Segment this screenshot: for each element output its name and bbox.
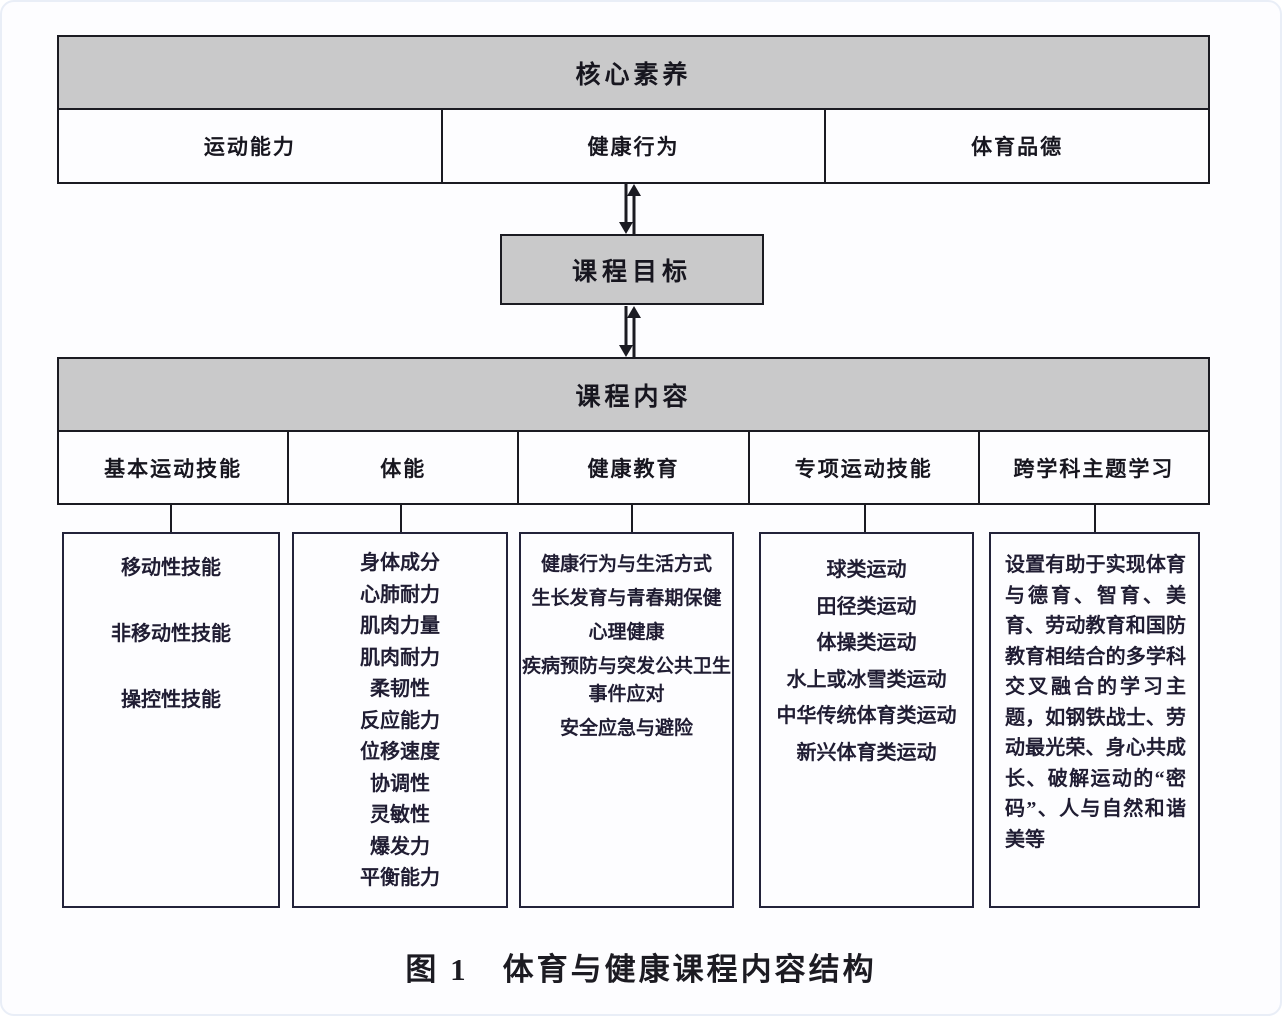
detail-item: 体操类运动 xyxy=(816,632,917,654)
cell-physical-fitness: 体能 xyxy=(289,432,520,503)
core-competencies-row: 运动能力 健康行为 体育品德 xyxy=(59,110,1208,182)
interdisciplinary-text: 设置有助于实现体育与德育、智育、美育、劳动教育和国防教育相结合的多学科交叉融合的… xyxy=(1005,554,1186,851)
connector-line xyxy=(864,503,866,532)
detail-item: 柔韧性 xyxy=(370,678,430,700)
detail-item: 心理健康 xyxy=(588,622,665,643)
cell-basic-motor-skills: 基本运动技能 xyxy=(59,432,290,503)
connector-line xyxy=(631,503,633,532)
detail-item: 非移动性技能 xyxy=(111,623,231,645)
course-content-title: 课程内容 xyxy=(59,359,1208,432)
detail-item: 生长发育与青春期保健 xyxy=(531,588,722,609)
physical-fitness-detail-box: 身体成分 心肺耐力 肌肉力量 肌肉耐力 柔韧性 反应能力 位移速度 协调性 灵敏… xyxy=(292,532,508,908)
detail-item: 新兴体育类运动 xyxy=(796,741,937,764)
cell-athletic-ability: 运动能力 xyxy=(59,110,443,182)
detail-item: 肌肉耐力 xyxy=(360,646,440,669)
health-education-detail-box: 健康行为与生活方式 生长发育与青春期保健 心理健康 疾病预防与突发公共卫生事件应… xyxy=(519,532,734,908)
figure-caption: 图 1 体育与健康课程内容结构 xyxy=(405,952,877,987)
detail-item: 田径类运动 xyxy=(816,595,917,618)
cell-health-behavior: 健康行为 xyxy=(443,110,827,182)
connector-line xyxy=(1094,503,1096,532)
detail-item: 反应能力 xyxy=(360,709,440,732)
detail-item: 爆发力 xyxy=(370,835,430,858)
course-content-box: 课程内容 基本运动技能 体能 健康教育 专项运动技能 跨学科主题学习 xyxy=(57,357,1210,505)
detail-item: 疾病预防与突发公共卫生事件应对 xyxy=(521,656,731,705)
connector-line xyxy=(170,503,172,532)
connector-line xyxy=(400,503,402,532)
cell-specialized-sports-skills: 专项运动技能 xyxy=(750,432,980,503)
specialized-sports-detail-box: 球类运动 田径类运动 体操类运动 水上或冰雪类运动 中华传统体育类运动 新兴体育… xyxy=(759,532,974,908)
detail-item: 水上或冰雪类运动 xyxy=(786,668,947,691)
detail-item: 移动性技能 xyxy=(121,557,221,579)
detail-item: 灵敏性 xyxy=(370,804,430,826)
basic-motor-skills-detail-box: 移动性技能 非移动性技能 操控性技能 xyxy=(62,532,280,908)
detail-item: 平衡能力 xyxy=(360,867,440,889)
core-competencies-box: 核心素养 运动能力 健康行为 体育品德 xyxy=(57,35,1210,184)
course-goals-box: 课程目标 xyxy=(500,234,764,305)
detail-item: 中华传统体育类运动 xyxy=(776,705,957,727)
detail-item: 操控性技能 xyxy=(121,689,221,711)
detail-item: 心肺耐力 xyxy=(360,583,440,606)
course-content-row: 基本运动技能 体能 健康教育 专项运动技能 跨学科主题学习 xyxy=(59,432,1208,503)
detail-item: 安全应急与避险 xyxy=(559,718,693,739)
detail-item: 健康行为与生活方式 xyxy=(540,554,712,575)
core-competencies-title: 核心素养 xyxy=(59,37,1208,110)
cell-health-education: 健康教育 xyxy=(519,432,750,503)
cell-sports-morality: 体育品德 xyxy=(971,136,1064,159)
detail-item: 协调性 xyxy=(370,772,430,795)
bidirectional-arrow-icon xyxy=(619,184,641,234)
cell-interdisciplinary-learning: 跨学科主题学习 xyxy=(1013,457,1175,481)
detail-item: 身体成分 xyxy=(360,552,440,574)
detail-item: 肌肉力量 xyxy=(360,615,440,637)
interdisciplinary-detail-box: 设置有助于实现体育与德育、智育、美育、劳动教育和国防教育相结合的多学科交叉融合的… xyxy=(989,532,1200,908)
detail-item: 球类运动 xyxy=(826,559,907,581)
bidirectional-arrow-icon xyxy=(619,306,641,357)
detail-item: 位移速度 xyxy=(360,741,440,763)
